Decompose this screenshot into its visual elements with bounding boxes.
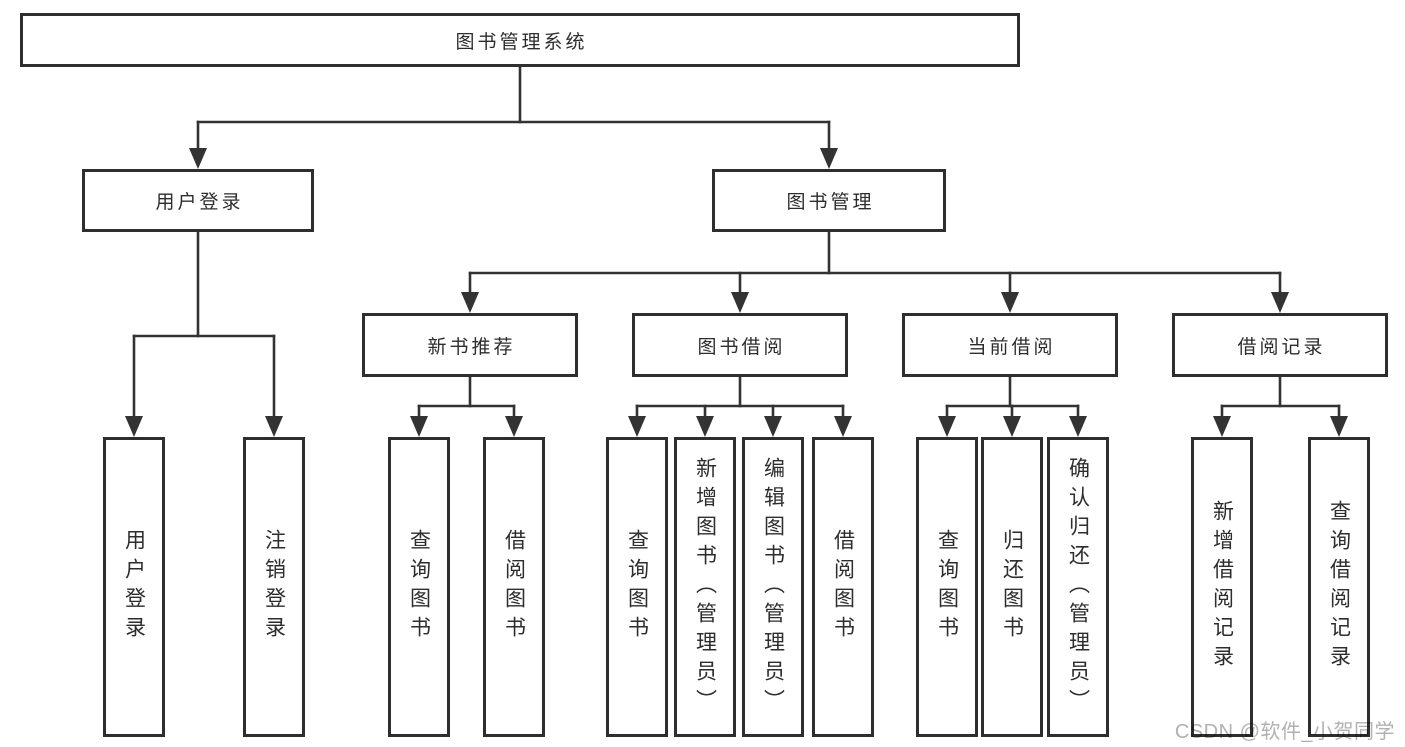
leaf-user-login: 用户登录 xyxy=(103,437,165,737)
leaf-query-books-recommend: 查询图书 xyxy=(388,437,450,737)
leaf-borrow-books-recommend: 借阅图书 xyxy=(483,437,545,737)
node-book-borrowing: 图书借阅 xyxy=(632,313,848,377)
leaf-add-borrow-record: 新增借阅记录 xyxy=(1191,437,1253,737)
node-label: 用户登录 xyxy=(122,529,146,645)
node-label: 查询借阅记录 xyxy=(1327,500,1351,674)
node-book-management: 图书管理 xyxy=(712,169,946,232)
node-current-borrowing: 当前借阅 xyxy=(902,313,1118,377)
leaf-edit-books-admin: 编辑图书（管理员） xyxy=(742,437,804,737)
node-label: 编辑图书（管理员） xyxy=(761,456,785,718)
leaf-confirm-return-admin: 确认归还（管理员） xyxy=(1047,437,1109,737)
node-borrowing-records: 借阅记录 xyxy=(1172,313,1388,377)
leaf-logout: 注销登录 xyxy=(243,437,305,737)
node-label: 新增借阅记录 xyxy=(1210,500,1234,674)
node-label: 借阅记录 xyxy=(1237,336,1326,358)
leaf-borrow-books: 借阅图书 xyxy=(812,437,874,737)
leaf-query-books-borrow: 查询图书 xyxy=(606,437,668,737)
node-label: 用户登录 xyxy=(155,192,244,213)
leaf-query-books-current: 查询图书 xyxy=(916,437,978,737)
node-label: 确认归还（管理员） xyxy=(1066,456,1090,718)
node-label: 图书管理 xyxy=(786,192,875,213)
node-label: 当前借阅 xyxy=(967,336,1056,358)
node-label: 新增图书（管理员） xyxy=(693,456,717,718)
node-label: 借阅图书 xyxy=(831,529,855,645)
node-label: 归还图书 xyxy=(1000,529,1024,645)
leaf-return-books: 归还图书 xyxy=(981,437,1043,737)
node-new-book-recommendation: 新书推荐 xyxy=(362,313,578,377)
node-label: 借阅图书 xyxy=(502,529,526,645)
node-label: 注销登录 xyxy=(262,529,286,645)
leaf-add-books-admin: 新增图书（管理员） xyxy=(674,437,736,737)
node-label: 查询图书 xyxy=(625,529,649,645)
node-label: 图书管理系统 xyxy=(455,31,588,53)
node-label: 图书借阅 xyxy=(697,336,786,358)
node-label: 新书推荐 xyxy=(427,336,516,358)
node-root-library-system: 图书管理系统 xyxy=(20,13,1020,67)
node-label: 查询图书 xyxy=(407,529,431,645)
leaf-query-borrow-record: 查询借阅记录 xyxy=(1308,437,1370,737)
csdn-watermark: CSDN @软件_小贺同学 xyxy=(1174,721,1395,743)
node-user-login: 用户登录 xyxy=(82,169,314,232)
node-label: 查询图书 xyxy=(935,529,959,645)
